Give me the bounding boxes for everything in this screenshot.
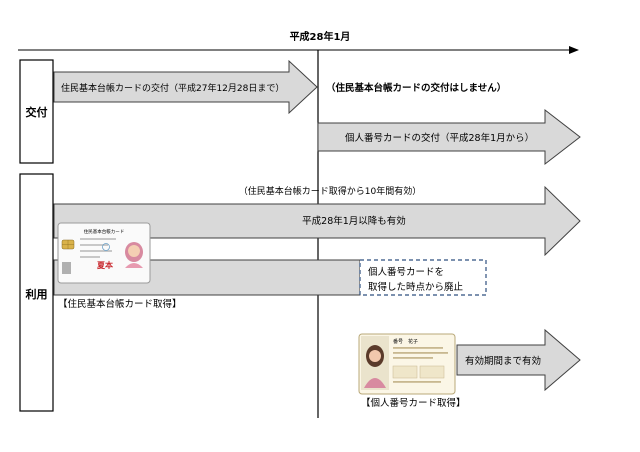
card-barcode-icon	[62, 262, 71, 274]
abolish-box: 個人番号カードを 取得した時点から廃止	[359, 259, 487, 296]
mynumber-use-text: 有効期間まで有効	[465, 355, 541, 367]
portrait-woman-icon	[125, 242, 143, 268]
validity-note: （住民基本台帳カード取得から10年間有効）	[239, 185, 421, 197]
juki-card-image: 住民基本台帳カード 夏本	[57, 222, 151, 284]
issue-row-label: 交付	[19, 59, 54, 164]
timeline-label: 平成28年1月	[290, 30, 351, 43]
abolish-line-1: 個人番号カードを	[368, 266, 444, 278]
juki-caption: 【住民基本台帳カード取得】	[58, 298, 182, 310]
portrait-woman-icon	[364, 345, 386, 388]
juki-card-name: 夏本	[96, 260, 113, 270]
mynumber-issue-text: 個人番号カードの交付（平成28年1月から）	[345, 132, 534, 144]
mynumber-card-image: 番号 花子	[358, 333, 456, 395]
use-label-text: 利用	[26, 287, 48, 301]
mynumber-caption: 【個人番号カード取得】	[361, 397, 466, 409]
long-validity-arrow: 平成28年1月以降も有効	[53, 185, 581, 257]
abolish-line-2: 取得した時点から廃止	[368, 281, 464, 293]
mynumber-issue-arrow: 個人番号カードの交付（平成28年1月から）	[317, 108, 581, 166]
use-row-label: 利用	[19, 173, 54, 412]
emblem-icon	[102, 243, 110, 251]
long-validity-text: 平成28年1月以降も有効	[302, 215, 406, 227]
juki-card-header: 住民基本台帳カード	[84, 228, 125, 235]
mynumber-card-name: 番号 花子	[393, 338, 418, 345]
juki-issue-text: 住民基本台帳カードの交付（平成27年12月28日まで）	[61, 82, 284, 94]
juki-issue-arrow: 住民基本台帳カードの交付（平成27年12月28日まで）	[53, 59, 318, 115]
no-issue-note: （住民基本台帳カードの交付はしません）	[326, 82, 506, 94]
issue-label-text: 交付	[26, 105, 48, 119]
mynumber-use-arrow: 有効期間まで有効	[456, 328, 581, 392]
